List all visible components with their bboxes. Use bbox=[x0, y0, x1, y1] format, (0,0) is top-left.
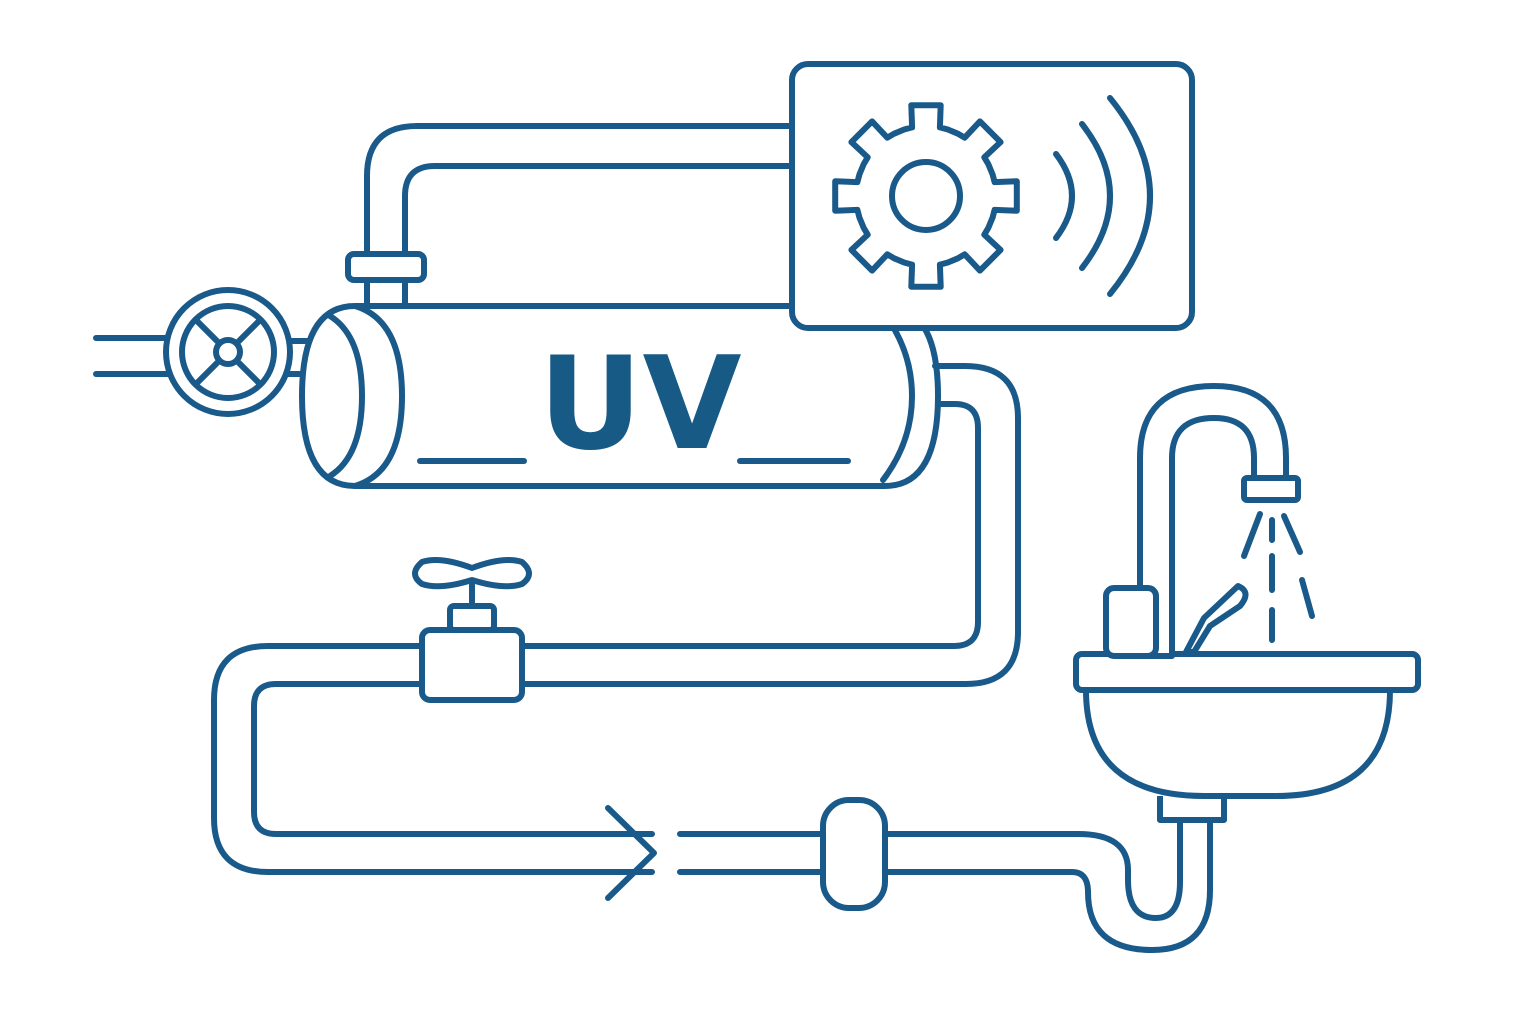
controller-feed-pipe bbox=[345, 123, 797, 309]
uv-label: UV bbox=[539, 330, 742, 479]
wireless-signal-icon bbox=[1053, 95, 1153, 297]
gate-valve-icon bbox=[412, 557, 532, 703]
sink-icon bbox=[1073, 651, 1421, 823]
uv-reactor: UV bbox=[299, 303, 941, 489]
water-stream bbox=[1241, 511, 1315, 643]
outlet-pipe bbox=[211, 363, 1021, 875]
arrow-right-icon bbox=[605, 805, 657, 901]
drain-pipe bbox=[677, 797, 1213, 953]
valve-wheel-icon bbox=[163, 287, 293, 417]
control-unit bbox=[789, 61, 1195, 331]
faucet-icon bbox=[1103, 383, 1301, 659]
gear-icon bbox=[832, 102, 1020, 290]
